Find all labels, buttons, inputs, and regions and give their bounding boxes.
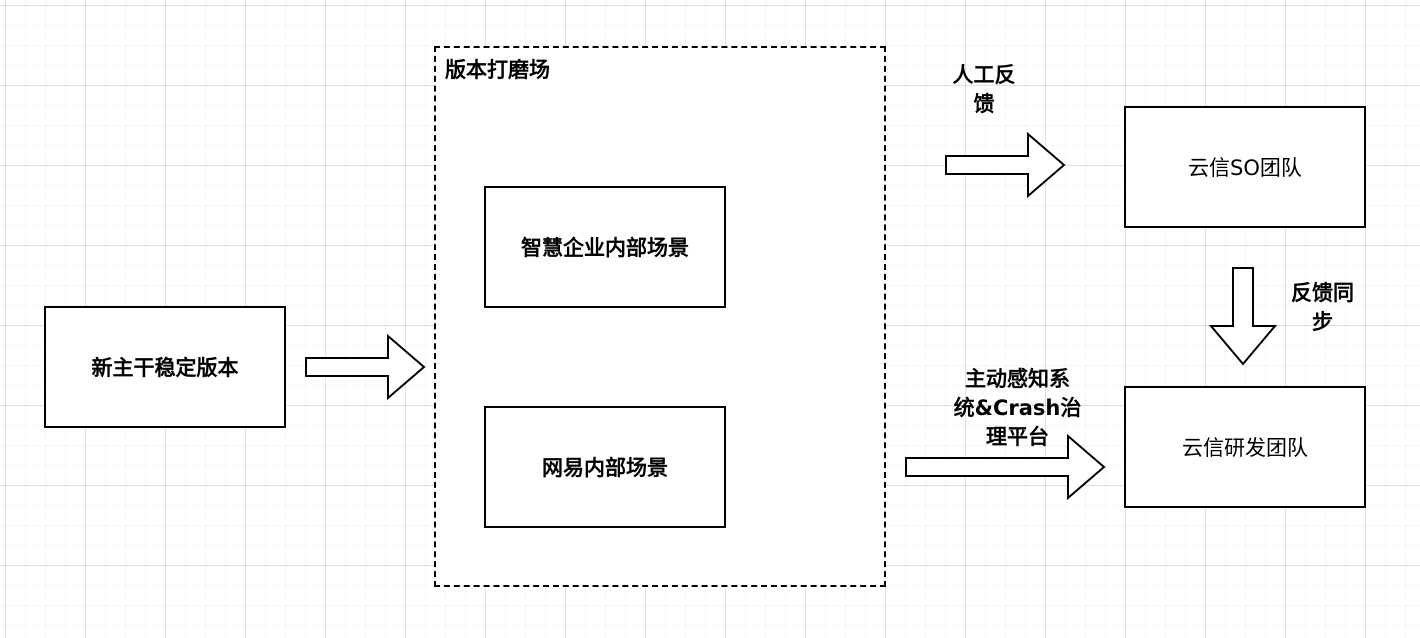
smart-enterprise-scenario-label: 智慧企业内部场景	[521, 236, 689, 260]
so-team-box[interactable]: 云信SO团队	[1124, 106, 1366, 228]
smart-enterprise-scenario-box[interactable]: 智慧企业内部场景	[484, 186, 726, 308]
netease-scenario-box[interactable]: 网易内部场景	[484, 406, 726, 528]
arrow-to-polishing-field	[305, 333, 426, 401]
so-team-label: 云信SO团队	[1188, 156, 1302, 180]
arrow-to-rd-team	[905, 433, 1106, 501]
stable-version-label: 新主干稳定版本	[91, 356, 239, 380]
arrow-so-to-rd	[1208, 267, 1278, 366]
active-sensing-label: 主动感知系 统&Crash治 理平台	[953, 367, 1082, 449]
netease-scenario-label: 网易内部场景	[542, 456, 668, 480]
stable-version-box[interactable]: 新主干稳定版本	[44, 306, 286, 428]
rd-team-box[interactable]: 云信研发团队	[1124, 386, 1366, 508]
manual-feedback-label: 人工反 馈	[952, 63, 1016, 116]
feedback-sync-label: 反馈同 步	[1291, 281, 1354, 334]
arrow-to-so-team	[945, 131, 1066, 199]
rd-team-label: 云信研发团队	[1182, 436, 1308, 460]
polishing-field-title: 版本打磨场	[445, 58, 550, 82]
